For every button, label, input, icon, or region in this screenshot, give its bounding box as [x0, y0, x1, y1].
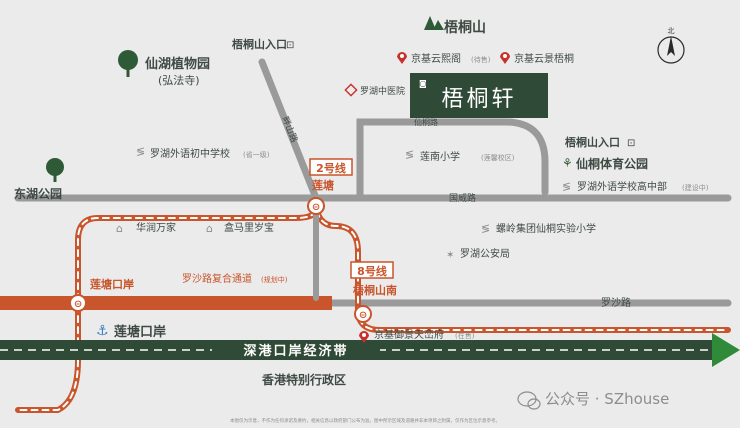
- donghu-park-label: 东湖公园: [14, 186, 62, 201]
- school-icon: ≶: [562, 180, 571, 193]
- economic-belt: 深港口岸经济带: [0, 333, 740, 367]
- liannan-primary-label: 莲南小学: [420, 150, 460, 163]
- location-pin-icon: [359, 331, 369, 343]
- hospital-icon: [344, 83, 358, 97]
- line-8-badge: 8号线: [350, 261, 394, 279]
- metro-lines: [15, 197, 731, 413]
- botanical-garden-label: 仙湖植物园: [145, 56, 210, 72]
- economic-belt-label: 深港口岸经济带: [243, 343, 348, 359]
- liantang-metro-icon: ⊝: [307, 197, 325, 215]
- svg-text:⊝: ⊝: [359, 310, 367, 321]
- luohu-foreign-junior-label: 罗湖外语初中学校: [150, 147, 230, 160]
- pan-shan-road: [258, 58, 320, 202]
- wutong-south-metro-icon: ⊝: [354, 305, 372, 323]
- luohu-foreign-high-note: (建设中): [682, 183, 709, 192]
- school-icon: ≶: [481, 222, 490, 235]
- liannan-primary-note: (莲馨校区): [481, 153, 515, 162]
- luohu-police-label: 罗湖公安局: [460, 247, 510, 260]
- wutong-entrance-top-label: 梧桐山入口: [232, 37, 287, 51]
- liantang-port-station-label: 莲塘口岸: [90, 277, 134, 291]
- school-icon: ≶: [136, 145, 145, 158]
- location-pin-icon: [500, 52, 510, 64]
- mountain-icon: [424, 16, 444, 30]
- xiantong-road-label: 仙桐路: [414, 117, 438, 127]
- tree-icon: [118, 50, 138, 77]
- svg-text:⊝: ⊝: [312, 202, 320, 213]
- luohu-tcm-label: 罗湖中医院: [360, 85, 405, 97]
- compass-north-label: 北: [668, 27, 675, 35]
- sports-icon: ⚘: [562, 156, 573, 170]
- economic-belt-arrow: [712, 333, 740, 367]
- liantang-port-metro-icon: ⊝: [69, 294, 87, 312]
- jingji-yunxi-note: (待售): [471, 55, 491, 64]
- line-2-track-dash: [315, 199, 729, 331]
- project-logo: ◙ 梧桐轩: [410, 73, 548, 118]
- xiantong-sports-label: 仙桐体育公园: [576, 156, 648, 171]
- project-title: 梧桐轩: [441, 87, 516, 112]
- wutong-mountain-label: 梧桐山: [444, 19, 486, 36]
- line-2-label: 2号线: [316, 161, 346, 175]
- metro-stations: ⊝ ⊝ ⊝: [69, 197, 372, 323]
- school-icon: ≶: [405, 148, 414, 161]
- logo-background: [410, 73, 548, 118]
- luohu-foreign-junior-note: (省一级): [243, 150, 270, 159]
- xiantong-road: [356, 118, 549, 202]
- gate-icon: ⊡: [286, 40, 294, 51]
- line-8-label: 8号线: [357, 264, 387, 278]
- hk-sar-label: 香港特别行政区: [261, 372, 346, 387]
- liantang-station-label: 莲塘: [312, 178, 334, 192]
- liantang-port-label: 莲塘口岸: [114, 324, 166, 340]
- jingji-yunjing-label: 京基云景梧桐: [514, 52, 574, 65]
- logo-seal-icon: ◙: [419, 79, 427, 88]
- jingji-yunxi-label: 京基云熙阁: [411, 52, 461, 65]
- luoling-school-label: 螺岭集团仙桐实验小学: [496, 222, 596, 235]
- jingji-yujing-label: 京基御景天峦府: [374, 328, 444, 341]
- luosha-corridor: [0, 296, 332, 310]
- compass-icon: 北: [657, 27, 685, 64]
- icons: ⊡ ⊡ ≶ ≶ ≶ ≶ ⚘ ⌂ ⌂ ✶ ⚓: [46, 16, 635, 410]
- hongfa-temple-label: (弘法寺): [158, 73, 200, 87]
- luosha-road-label: 罗沙路: [601, 296, 631, 309]
- huarun-wanjia-label: 华润万家: [136, 221, 176, 234]
- gate-icon: ⊡: [627, 138, 635, 149]
- luosha-corridor-label: 罗沙路复合通道: [182, 272, 252, 285]
- luohu-foreign-high-label: 罗湖外语学校高中部: [577, 180, 667, 193]
- place-labels: 梧桐山 梧桐山入口 京基云熙阁 (待售) 京基云景梧桐 仙湖植物园 (弘法寺) …: [14, 19, 709, 424]
- guowei-road-label: 国威路: [449, 192, 476, 204]
- wechat-icon: [517, 391, 541, 410]
- svg-text:⊝: ⊝: [74, 299, 82, 310]
- luosha-corridor-note: (规划中): [261, 275, 288, 284]
- anchor-icon: ⚓: [96, 323, 109, 339]
- line-8-track-dash: [17, 199, 317, 411]
- line-2-badge: 2号线: [309, 158, 353, 176]
- hemaxiansheng-label: 盒马里岁宝: [224, 221, 274, 234]
- shop-icon: ⌂: [116, 222, 123, 235]
- location-pin-icon: [397, 52, 407, 64]
- roads: [14, 58, 732, 307]
- disclaimer-text: 本图仅为示意，不作为任何承诺及要约，相关信息以政府部门公布为准，图中所示区域及道…: [230, 417, 500, 424]
- watermark-label: 公众号 · SZhouse: [545, 390, 669, 408]
- wutong-south-label: 梧桐山南: [353, 283, 397, 297]
- wutong-entrance-right-label: 梧桐山入口: [565, 135, 620, 149]
- police-icon: ✶: [446, 250, 454, 261]
- shop-icon: ⌂: [206, 222, 213, 235]
- jingji-yujing-note: (在售): [455, 331, 475, 340]
- tree-icon: [46, 158, 64, 182]
- economic-belt-label-bg: [212, 340, 380, 360]
